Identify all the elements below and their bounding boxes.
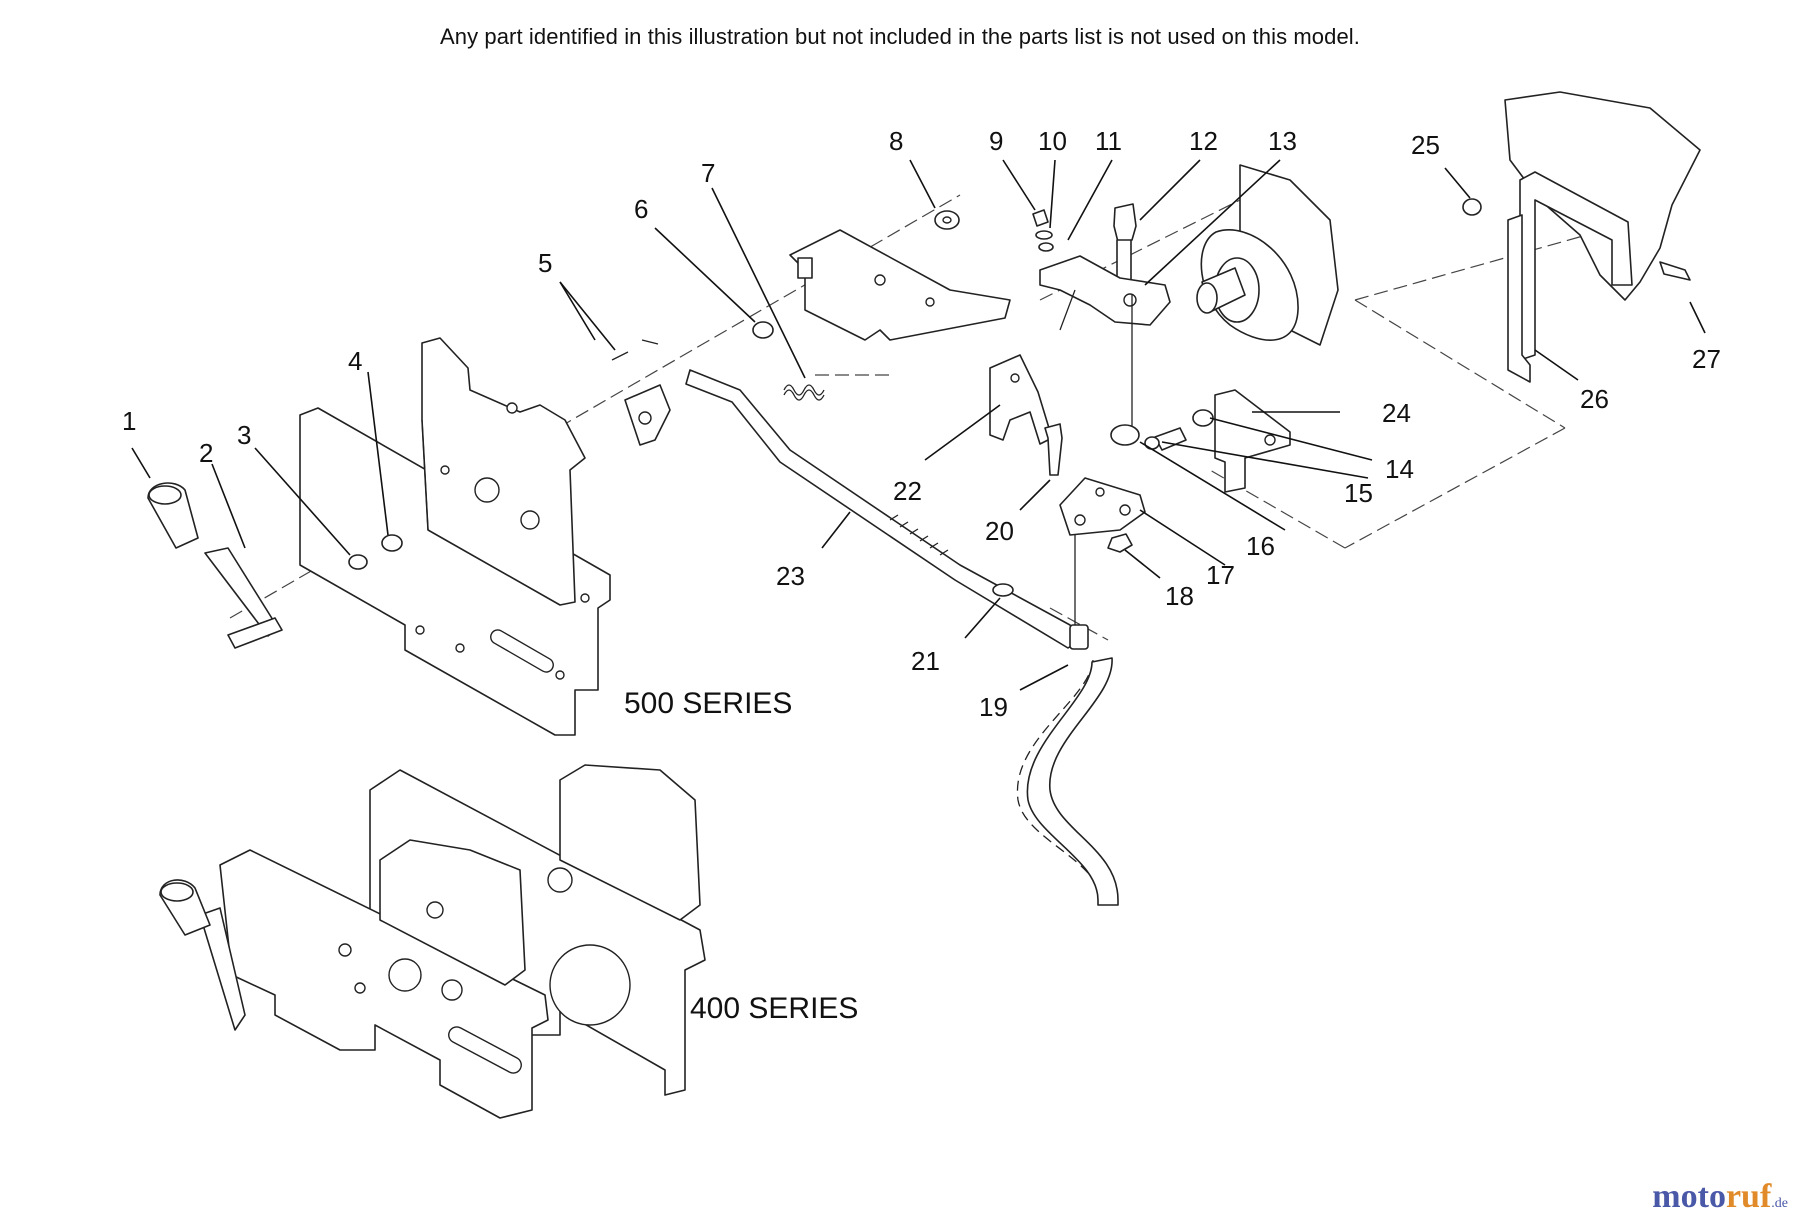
- watermark-part1: moto: [1652, 1178, 1726, 1215]
- callout-24: 24: [1382, 398, 1411, 428]
- callout-20: 20: [985, 516, 1014, 546]
- panel-400-series: [159, 764, 706, 1119]
- washers: [348, 198, 1482, 570]
- callout-13: 13: [1268, 126, 1297, 156]
- callout-9: 9: [989, 126, 1003, 156]
- pedal-rod: [1016, 657, 1119, 906]
- watermark-part2: ruf: [1725, 1178, 1772, 1215]
- callout-11: 11: [1095, 126, 1122, 156]
- callout-8: 8: [889, 126, 903, 156]
- bolt-20: [1044, 423, 1063, 476]
- callout-numbers: 1 2 3 4 5 6 7 8 9 10 11 12 13 14 15 16 1…: [122, 126, 1721, 1025]
- leader-lines: [131, 159, 1706, 691]
- callout-2: 2: [199, 438, 213, 468]
- callout-7: 7: [701, 158, 715, 188]
- transmission-pulley: [1196, 164, 1339, 346]
- callout-1: 1: [122, 406, 136, 436]
- callout-18: 18: [1165, 581, 1194, 611]
- hardware-stack: [1032, 203, 1137, 296]
- pivot-assembly: [611, 339, 671, 446]
- bracket-13: [1039, 255, 1171, 331]
- callout-10: 10: [1038, 126, 1067, 156]
- plate-17: [1059, 295, 1146, 625]
- callout-21: 21: [911, 646, 940, 676]
- callout-6: 6: [634, 194, 648, 224]
- callout-16: 16: [1246, 531, 1275, 561]
- watermark-part3: .de: [1771, 1196, 1788, 1211]
- label-500-series: 500 SERIES: [624, 687, 792, 720]
- bracket-22: [989, 354, 1053, 445]
- spring: [783, 384, 825, 401]
- frame-26: [1504, 91, 1701, 383]
- callout-25: 25: [1411, 130, 1440, 160]
- callout-19: 19: [979, 692, 1008, 722]
- watermark-logo: motoruf.de: [1652, 1178, 1788, 1216]
- callout-4: 4: [348, 346, 362, 376]
- callout-12: 12: [1189, 126, 1218, 156]
- callout-17: 17: [1206, 560, 1235, 590]
- rod-fitting: [1069, 624, 1089, 650]
- callout-5: 5: [538, 248, 552, 278]
- shift-lever-500: [147, 482, 283, 649]
- illustration-note: Any part identified in this illustration…: [439, 24, 1361, 49]
- callout-26: 26: [1580, 384, 1609, 414]
- callout-15: 15: [1344, 478, 1373, 508]
- callout-22: 22: [893, 476, 922, 506]
- callout-3: 3: [237, 420, 251, 450]
- panel-500-series: [299, 337, 611, 736]
- upper-bracket: [789, 229, 1011, 341]
- bracket-24: [1144, 389, 1291, 493]
- label-400-series: 400 SERIES: [690, 992, 858, 1025]
- callout-23: 23: [776, 561, 805, 591]
- callout-27: 27: [1692, 344, 1721, 374]
- callout-14: 14: [1385, 454, 1414, 484]
